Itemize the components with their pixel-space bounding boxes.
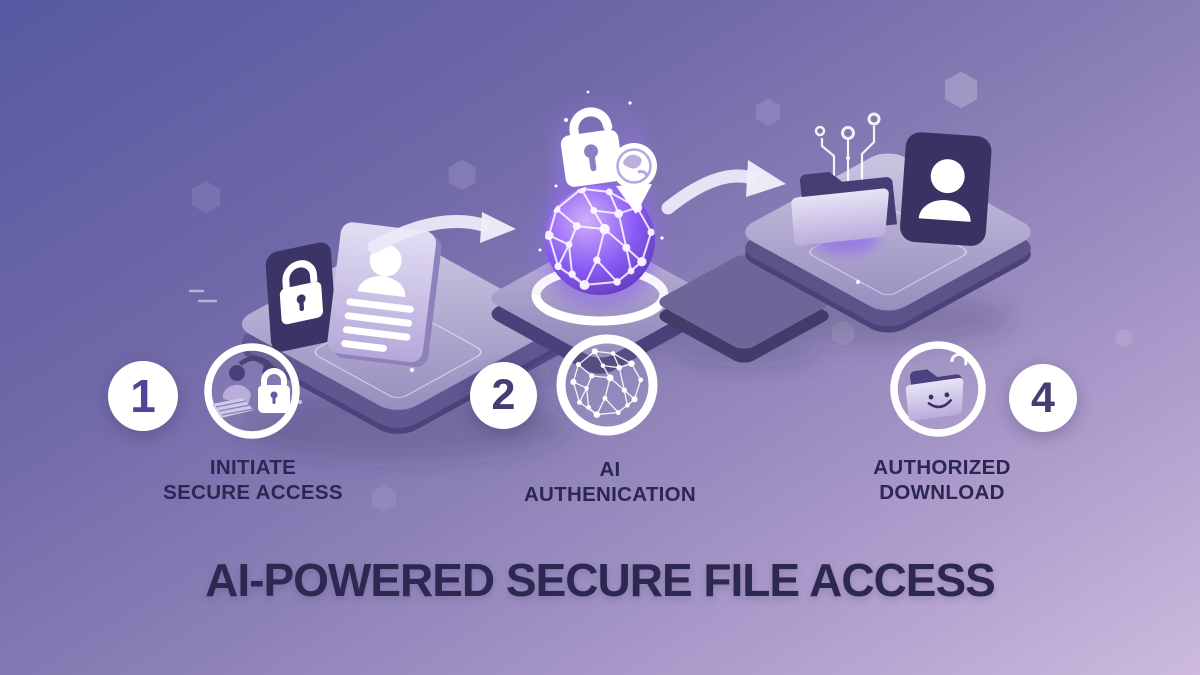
ai-network-sphere-icon xyxy=(520,90,680,326)
step-1-label-line1: INITIATE xyxy=(209,456,297,479)
open-folder-icon xyxy=(791,172,897,246)
page-title: AI-POWERED SECURE FILE ACCESS xyxy=(205,554,996,606)
user-card-icon xyxy=(900,132,992,246)
step-2-label-line1: AI xyxy=(599,458,621,481)
step-1-label-line2: SECURE ACCESS xyxy=(163,481,343,504)
step-2-number-badge: 2 xyxy=(470,362,537,429)
ai-neural-network-icon xyxy=(556,334,658,436)
arrow-2-icon xyxy=(661,160,786,215)
open-padlock-globe-pin-icon xyxy=(560,107,657,214)
step-1-label: INITIATE SECURE ACCESS xyxy=(133,455,373,505)
step-4-label: AUTHORIZED DOWNLOAD xyxy=(827,455,1057,505)
padlock-panel-icon xyxy=(265,242,337,352)
smiling-secure-folder-icon xyxy=(890,341,986,437)
id-card-icon xyxy=(327,222,442,367)
step-4-label-line1: AUTHORIZED xyxy=(873,456,1011,479)
step-4-label-line2: DOWNLOAD xyxy=(879,481,1005,504)
step-4-number-badge: 4 xyxy=(1009,364,1077,432)
user-login-lock-icon xyxy=(204,343,300,439)
arrow-1-icon xyxy=(367,212,516,254)
step-2-label: AI AUTHENICATION xyxy=(495,457,725,507)
step-2-label-line2: AUTHENICATION xyxy=(523,483,697,506)
step-1-number-badge: 1 xyxy=(108,361,178,431)
circuit-nodes-icon xyxy=(814,112,881,184)
